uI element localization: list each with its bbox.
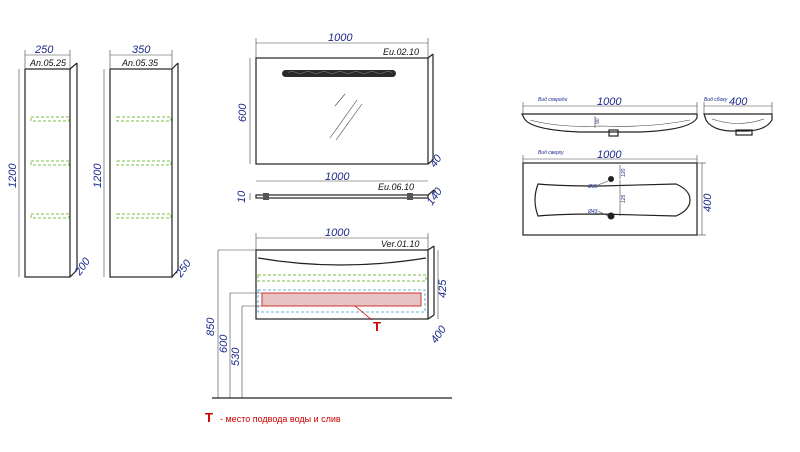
- shelf-plate: [255, 194, 429, 199]
- cabinet-small-shelf-1: [30, 116, 70, 122]
- mirror: 1000 Eu.02.10 600 40: [237, 32, 445, 170]
- vanity-width: 1000: [325, 227, 350, 239]
- sink-top-view: Вид сверху 1000 Ø35 Ø43 120 125 400: [522, 149, 714, 236]
- legend-mark: T: [205, 410, 213, 425]
- cabinet-large-shelf-3: [116, 213, 172, 219]
- cabinet-small-code: An.05.25: [29, 58, 67, 68]
- cabinet-large-depth: 250: [173, 257, 194, 280]
- vanity-drawer-dashed: [257, 274, 427, 282]
- cabinet-small-depth: 200: [72, 255, 93, 278]
- vanity-depth: 400: [429, 323, 450, 346]
- cabinet-large-code: An.05.35: [121, 58, 159, 68]
- vanity-body: [255, 249, 429, 320]
- cabinet-small-body: [24, 68, 71, 278]
- sink-front-view: Вид спереди 1000 90: [521, 96, 698, 137]
- sink-side-view: Вид сбоку 400: [703, 96, 773, 136]
- mirror-height: 600: [237, 103, 249, 122]
- sink-top-basin: [534, 183, 691, 217]
- cabinet-large-shelf-2: [116, 160, 172, 166]
- vanity-code: Ver.01.10: [381, 239, 419, 249]
- vanity-height-850: 850: [205, 317, 217, 336]
- mirror-glare-1: [334, 93, 346, 107]
- shelf-bracket-right: [407, 193, 413, 200]
- connection-zone-outline: [257, 289, 426, 313]
- cabinet-small-height: 1200: [7, 163, 19, 188]
- sink-top-label: Вид сверху: [538, 150, 564, 156]
- mirror-depth: 40: [428, 152, 445, 170]
- sink-top-dim-b: 125: [621, 194, 627, 203]
- vanity-unit: 1000 Ver.01.10 T 850 600 530 425 400: [205, 227, 452, 399]
- drain-hole-diameter: Ø43: [587, 209, 598, 215]
- sink-front-tiny-dim: 90: [595, 118, 601, 124]
- sink-front-width: 1000: [597, 96, 622, 108]
- drain-hole: [607, 212, 615, 220]
- cabinet-large-width: 350: [132, 44, 151, 56]
- legend-text: - место подвода воды и слив: [220, 414, 341, 424]
- sink-side-shape: [703, 113, 773, 132]
- cabinet-large-body: [109, 68, 173, 278]
- mirror-frame: [255, 57, 429, 165]
- cabinet-small-width: 250: [34, 44, 54, 56]
- sink-side-drain: [735, 129, 753, 136]
- sink-top-depth: 400: [702, 193, 714, 212]
- cabinet-large-shelf-1: [116, 116, 172, 122]
- vanity-height-600: 600: [218, 334, 230, 353]
- connection-mark: T: [373, 319, 381, 334]
- cabinet-small: 250 An.05.25 1200 200: [7, 44, 93, 279]
- shelf-depth: 140: [425, 185, 446, 208]
- sink-front-shape: [521, 113, 698, 133]
- shelf-width: 1000: [325, 171, 350, 183]
- sink-front-label: Вид спереди: [538, 97, 568, 103]
- connection-zone: [261, 292, 422, 307]
- cabinet-small-shelf-2: [30, 160, 70, 166]
- sink-top-outline: [522, 162, 698, 236]
- shelf-height: 10: [236, 190, 248, 203]
- cabinet-large-height: 1200: [92, 163, 104, 188]
- vanity-height-530: 530: [230, 347, 242, 366]
- vanity-body-height: 425: [437, 279, 449, 298]
- cabinet-small-shelf-3: [30, 213, 70, 219]
- vanity-basin-line: [257, 257, 427, 266]
- mirror-code: Eu.02.10: [383, 47, 419, 57]
- glass-shelf: 1000 Eu.06.10 10 140: [236, 171, 445, 208]
- sink-front-drain: [608, 129, 619, 137]
- sink-top-dim-a: 120: [621, 168, 627, 177]
- shelf-bracket-left: [263, 193, 269, 200]
- shelf-code: Eu.06.10: [378, 182, 414, 192]
- legend: T - место подвода воды и слив: [205, 410, 341, 425]
- cabinet-large: 350 An.05.35 1200 250: [92, 44, 194, 281]
- sink-top-width: 1000: [597, 149, 622, 161]
- faucet-hole-diameter: Ø35: [587, 184, 598, 190]
- mirror-width: 1000: [328, 32, 353, 44]
- faucet-hole: [608, 176, 614, 182]
- sink-side-width: 400: [729, 96, 748, 108]
- sink-side-label: Вид сбоку: [704, 97, 728, 103]
